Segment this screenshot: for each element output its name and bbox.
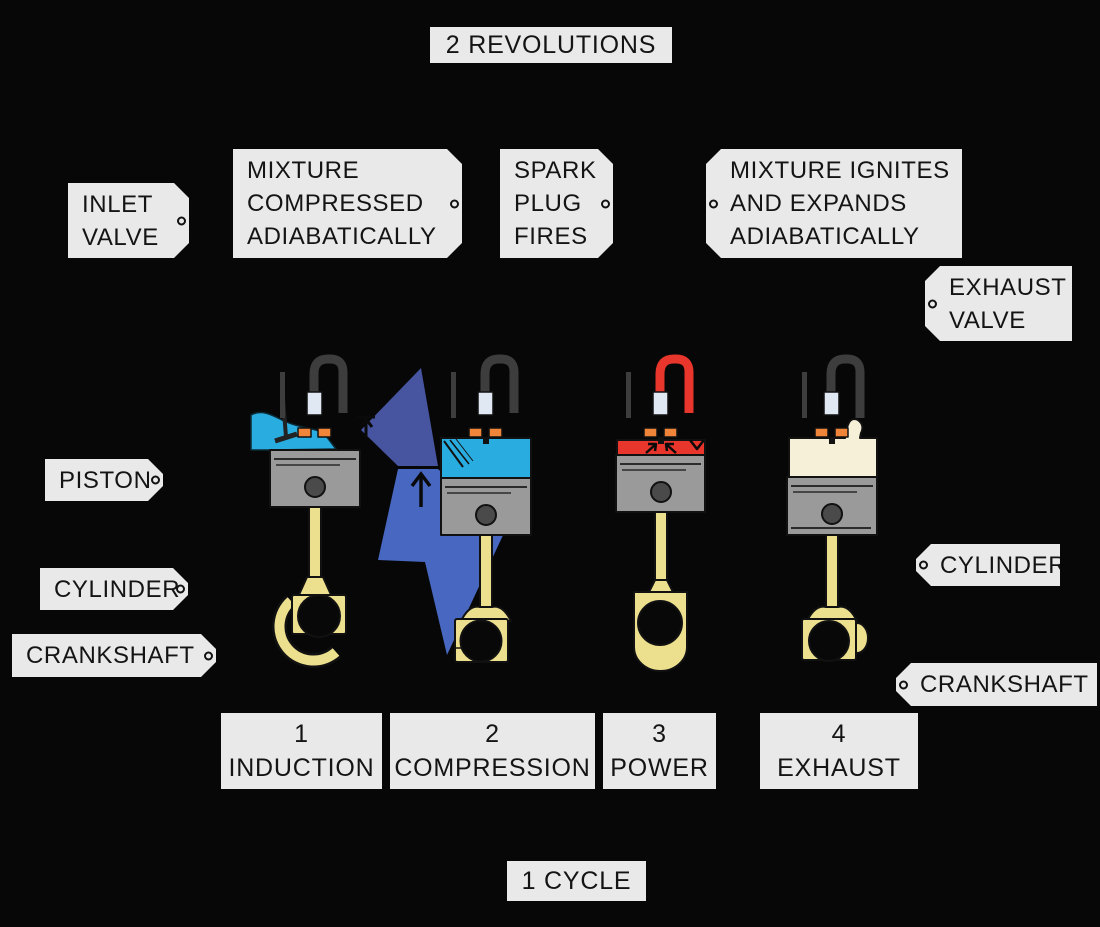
engine-exhaust	[786, 354, 878, 662]
stroke-number: 4	[831, 720, 847, 748]
explosion-arrows	[645, 439, 705, 454]
crankshaft-icon	[633, 511, 688, 672]
revolutions-label: 2 REVOLUTIONS	[430, 27, 672, 63]
stroke-number: 1	[294, 720, 309, 748]
exhaust-gases	[788, 418, 878, 478]
tag-eyelet-icon	[899, 680, 908, 689]
tag-eyelet-icon	[151, 476, 160, 485]
crankshaft-icon	[454, 534, 512, 663]
cycle-label: 1 CYCLE	[507, 861, 646, 901]
tag-mixture-compressed: MIXTURE COMPRESSED ADIABATICALLY	[233, 149, 462, 258]
revolutions-text: 2 REVOLUTIONS	[445, 31, 657, 59]
spark-plug-icon	[477, 391, 494, 416]
stroke-box-induction: 1 INDUCTION	[221, 713, 382, 789]
cycle-text: 1 CYCLE	[521, 867, 632, 895]
piston-icon	[269, 449, 361, 508]
stroke-box-power: 3 POWER	[603, 713, 716, 789]
tag-inlet-valve: INLET VALVE	[68, 183, 189, 258]
stroke-name: INDUCTION	[228, 754, 375, 782]
crankshaft-icon	[801, 534, 869, 662]
tag-eyelet-icon	[176, 585, 185, 594]
piston-icon	[615, 454, 706, 513]
stroke-name: POWER	[610, 754, 709, 782]
tag-eyelet-icon	[204, 651, 213, 660]
stroke-box-compression: 2 COMPRESSION	[390, 713, 595, 789]
tag-cylinder-left: CYLINDER	[40, 568, 188, 610]
up-arrow-icon	[410, 471, 432, 507]
crankshaft-icon	[272, 506, 347, 668]
inlet-valve-icon	[443, 438, 474, 468]
spark-plug-icon	[306, 391, 323, 416]
spark-plug-icon	[823, 391, 840, 416]
tag-eyelet-icon	[450, 199, 459, 208]
tag-spark-plug-fires: SPARK PLUG FIRES	[500, 149, 613, 258]
tag-piston: PISTON	[45, 459, 163, 501]
stroke-number: 3	[652, 720, 667, 748]
tag-crankshaft-left: CRANKSHAFT	[12, 634, 216, 677]
tag-eyelet-icon	[601, 199, 610, 208]
tag-eyelet-icon	[709, 199, 718, 208]
spark-plug-icon	[652, 391, 669, 416]
stroke-name: EXHAUST	[777, 754, 901, 782]
tag-eyelet-icon	[928, 299, 937, 308]
piston-icon	[786, 476, 878, 536]
tag-eyelet-icon	[177, 216, 186, 225]
engine-compression	[440, 354, 532, 663]
up-arrow-icon	[357, 415, 375, 437]
tag-cylinder-right: CYLINDER	[916, 544, 1060, 586]
tag-mixture-ignites: MIXTURE IGNITES AND EXPANDS ADIABATICALL…	[706, 149, 962, 258]
engine-power	[615, 354, 706, 672]
tag-exhaust-valve: EXHAUST VALVE	[925, 266, 1072, 341]
engine-induction	[250, 354, 361, 668]
tag-eyelet-icon	[919, 561, 928, 570]
stroke-number: 2	[485, 720, 500, 748]
piston-icon	[440, 477, 532, 536]
stroke-box-exhaust: 4 EXHAUST	[760, 713, 918, 789]
tag-crankshaft-right: CRANKSHAFT	[896, 663, 1097, 706]
stroke-name: COMPRESSION	[394, 754, 591, 782]
